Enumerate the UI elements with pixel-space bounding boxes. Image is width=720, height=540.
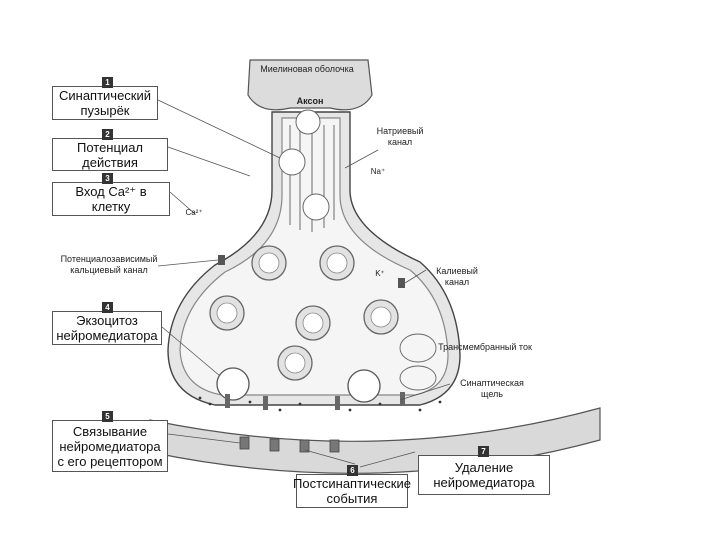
- step-4-text: Экзоцитоз нейромедиатора: [56, 313, 158, 343]
- sodium-channel-pointer: [344, 149, 379, 169]
- step-3-badge: 3: [102, 173, 113, 184]
- step-7-box: Удаление нейромедиатора: [418, 455, 550, 495]
- step-5-text: Связывание нейромедиатора с его рецептор…: [57, 423, 163, 469]
- step-1-box: Синаптический пузырёк: [52, 86, 158, 120]
- step-3-box: Вход Ca²⁺ в клетку: [52, 182, 170, 216]
- vesicle-top: [295, 109, 321, 135]
- step-6-text: Постсинаптические события: [293, 476, 411, 506]
- myelin-label: Миелиновая оболочка: [260, 64, 354, 74]
- transmembrane-current-label: Трансмембранный ток: [438, 342, 532, 352]
- synaptic-cleft-label: Синаптическая щель: [460, 378, 524, 399]
- leader-lines: [157, 99, 451, 468]
- transmembrane-current-arcs: [399, 333, 437, 391]
- calcium-channel: [218, 255, 225, 265]
- potassium-channel-label: Калиевый канал: [436, 266, 478, 287]
- sodium-channel-label: Натриевый канал: [376, 126, 424, 147]
- receptors: [239, 436, 340, 453]
- docked-vesicles: [216, 367, 381, 403]
- step-7-badge: 7: [478, 446, 489, 457]
- vesicle-upper: [278, 148, 306, 176]
- myelin-sheath: [247, 59, 373, 111]
- step-2-text: Потенциал действия: [76, 139, 144, 170]
- axon-label: Аксон: [296, 96, 324, 106]
- vesicle-cores: [216, 252, 392, 374]
- step-1-text: Синаптический пузырёк: [58, 88, 152, 118]
- step-6-box: Постсинаптические события: [293, 474, 411, 508]
- k-ion-label: K⁺: [375, 269, 385, 278]
- vesicle-middle: [302, 193, 330, 221]
- step-5-badge: 5: [102, 411, 113, 422]
- step-1-badge: 1: [102, 77, 113, 88]
- step-2-box: Потенциал действия: [52, 138, 168, 171]
- step-5-box: Связывание нейромедиатора с его рецептор…: [52, 420, 168, 472]
- potassium-channel-mark: [398, 278, 405, 288]
- step-3-text: Вход Ca²⁺ в клетку: [75, 184, 147, 214]
- step-4-badge: 4: [102, 302, 113, 313]
- step-2-badge: 2: [102, 129, 113, 140]
- na-ion-label: Na⁺: [370, 167, 386, 176]
- ca-ion-label: Ca²⁺: [185, 208, 203, 217]
- voltage-ca-channel-label: Потенциалозависимый кальциевый канал: [60, 254, 158, 275]
- step-7-text: Удаление нейромедиатора: [433, 460, 535, 490]
- neurotransmitter-dots: [198, 396, 442, 412]
- step-4-box: Экзоцитоз нейромедиатора: [52, 311, 162, 345]
- step-6-badge: 6: [347, 465, 358, 476]
